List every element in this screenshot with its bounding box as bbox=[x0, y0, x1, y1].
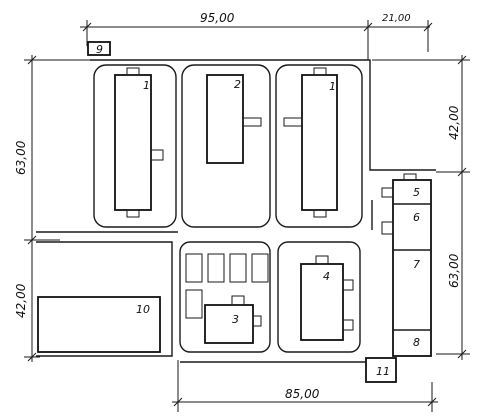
building-1-left: 1 bbox=[114, 67, 164, 218]
dimension-bottom: 85,00 bbox=[172, 360, 438, 412]
dim-right-upper: 42,00 bbox=[447, 105, 461, 140]
building-3: 3 bbox=[204, 295, 262, 344]
label-building-5: 5 bbox=[413, 186, 420, 199]
label-building-4: 4 bbox=[323, 270, 330, 283]
building-2: 2 bbox=[206, 74, 262, 164]
dimension-left: 63,00 42,00 bbox=[14, 55, 90, 362]
parcel-e bbox=[277, 241, 361, 353]
dim-top-right: 21,00 bbox=[382, 13, 411, 24]
parking-bays bbox=[185, 253, 269, 319]
building-9: 9 bbox=[87, 41, 111, 56]
dimension-right: 42,00 63,00 bbox=[372, 55, 470, 360]
site-roads bbox=[36, 59, 436, 363]
parcel-b bbox=[181, 64, 271, 228]
building-block-5-8: 5 6 7 8 bbox=[381, 173, 432, 357]
label-building-2: 2 bbox=[234, 78, 241, 91]
label-building-6: 6 bbox=[413, 211, 420, 224]
dim-bottom-width: 85,00 bbox=[285, 387, 320, 401]
dim-left-lower: 42,00 bbox=[14, 283, 28, 318]
parcel-outlines bbox=[93, 64, 363, 353]
parcel-d bbox=[179, 241, 271, 353]
label-building-10: 10 bbox=[136, 303, 150, 316]
label-building-9: 9 bbox=[96, 43, 103, 56]
label-building-11: 11 bbox=[376, 365, 390, 378]
dim-right-lower: 63,00 bbox=[447, 253, 461, 288]
building-10: 10 bbox=[37, 296, 161, 353]
label-building-3: 3 bbox=[232, 313, 239, 326]
dimension-top: 95,00 21,00 bbox=[80, 11, 433, 60]
label-building-1-right: 1 bbox=[329, 80, 336, 93]
dim-top-width: 95,00 bbox=[200, 11, 235, 25]
parcel-c bbox=[275, 64, 363, 228]
dim-left-upper: 63,00 bbox=[14, 140, 28, 175]
label-building-1-left: 1 bbox=[143, 79, 150, 92]
building-4: 4 bbox=[300, 255, 354, 341]
label-building-8: 8 bbox=[413, 336, 420, 349]
building-11: 11 bbox=[365, 357, 397, 383]
parcel-a bbox=[93, 64, 177, 228]
label-building-7: 7 bbox=[413, 258, 420, 271]
building-1-right: 1 bbox=[283, 67, 338, 218]
